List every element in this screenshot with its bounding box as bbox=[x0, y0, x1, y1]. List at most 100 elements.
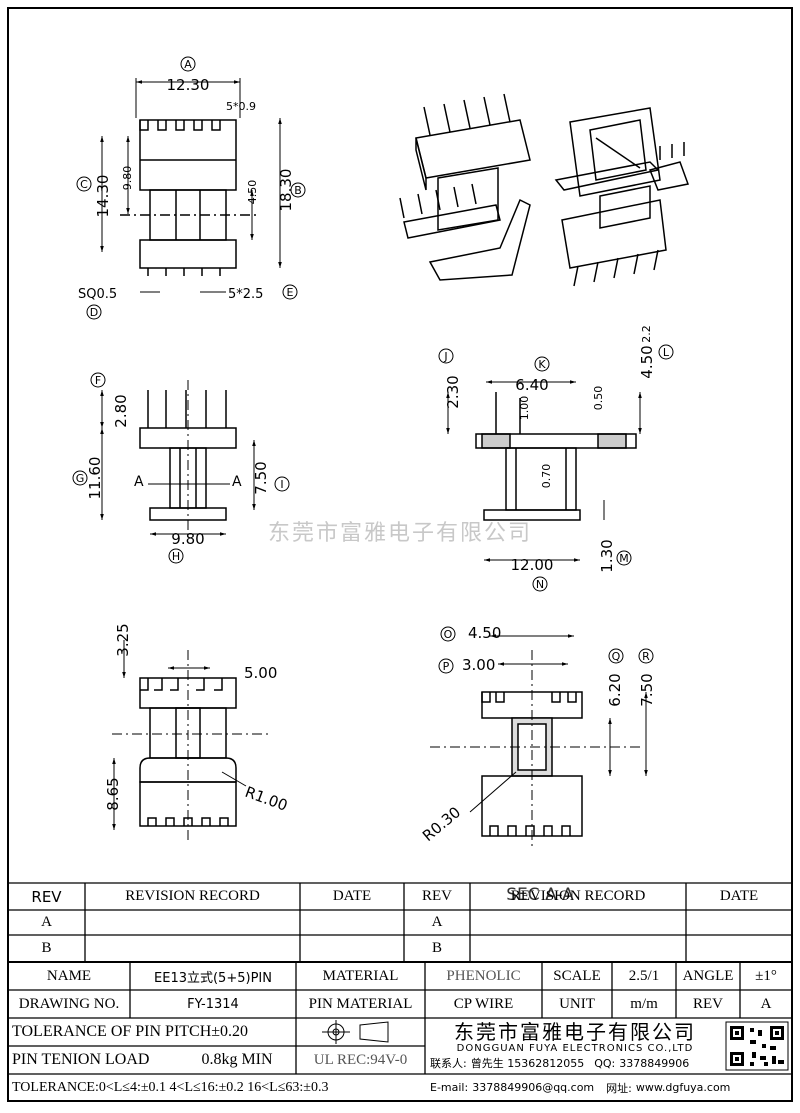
marker-f: F bbox=[95, 374, 101, 387]
angle-label: ANGLE bbox=[682, 967, 734, 984]
dim-top-inner-h: 9.80 bbox=[121, 166, 134, 191]
marker-o: O bbox=[444, 628, 453, 641]
rev-row-b-right: B bbox=[431, 940, 442, 956]
dim-front-pin-len: 2.30 bbox=[444, 375, 462, 408]
marker-q: Q bbox=[612, 650, 621, 663]
dim-section-620: 6.20 bbox=[606, 673, 624, 706]
side-view bbox=[100, 380, 256, 536]
marker-p: P bbox=[443, 660, 450, 673]
dim-front-070: 0.70 bbox=[540, 464, 553, 489]
tolerance-note: TOLERANCE:0<L≤4:±0.1 4<L≤16:±0.2 16<L≤63… bbox=[12, 1079, 329, 1095]
pitch-tolerance: TOLERANCE OF PIN PITCH±0.20 bbox=[12, 1023, 249, 1040]
dim-top-total-h: 14.30 bbox=[94, 175, 112, 218]
qr-code bbox=[725, 1021, 789, 1071]
dim-top-flange-gap: 4.50 bbox=[246, 180, 259, 205]
company-name-cn: 东莞市富雅电子有限公司 bbox=[454, 1019, 696, 1044]
drawing-no-label: DRAWING NO. bbox=[18, 995, 120, 1012]
top-view bbox=[100, 78, 282, 293]
top-markers: A B C D E bbox=[76, 56, 306, 320]
side-markers: F G H I bbox=[72, 372, 290, 564]
material-label: MATERIAL bbox=[322, 967, 399, 984]
section-markers: O P Q R bbox=[438, 626, 654, 674]
contact-row: 联系人: 曾先生 15362812055 QQ: 3378849906 bbox=[430, 1055, 730, 1071]
dim-section-450: 4.50 bbox=[468, 624, 501, 642]
front-markers: J K L M N bbox=[438, 344, 674, 592]
email-row: E-mail: 3378849906@qq.com 网址: www.dgfuya… bbox=[430, 1074, 790, 1101]
marker-a: A bbox=[184, 58, 192, 71]
pin-load-value: 0.8kg MIN bbox=[201, 1051, 273, 1068]
dim-side-height: 11.60 bbox=[86, 457, 104, 500]
date-header-2: DATE bbox=[719, 888, 759, 904]
qq-label: QQ: bbox=[594, 1056, 616, 1070]
marker-k: K bbox=[538, 358, 546, 371]
angle-value: ±1° bbox=[755, 967, 777, 984]
rev-value: A bbox=[760, 995, 772, 1012]
record-header-2: REVISION RECORD bbox=[510, 888, 646, 904]
dim-front-22: 2.2 bbox=[640, 325, 653, 343]
unit-value: m/m bbox=[630, 995, 658, 1012]
dim-top-width: 12.30 bbox=[167, 76, 210, 94]
dim-top-overall-h: 18.30 bbox=[277, 169, 295, 212]
iso-view-right bbox=[554, 107, 690, 287]
record-header-1: REVISION RECORD bbox=[125, 888, 260, 904]
dim-top-pin-gap: 5*0.9 bbox=[226, 100, 256, 113]
marker-g: G bbox=[76, 472, 85, 485]
marker-d: D bbox=[90, 306, 98, 319]
contact-value: 曾先生 15362812055 bbox=[470, 1057, 585, 1070]
date-header-1: DATE bbox=[332, 888, 372, 904]
rev-label: REV bbox=[693, 995, 723, 1012]
ul-rec: UL REC:94V-0 bbox=[313, 1051, 408, 1068]
pin-material-value: CP WIRE bbox=[453, 995, 514, 1012]
front-view bbox=[446, 380, 642, 562]
pin-load-label: PIN TENION LOAD bbox=[12, 1051, 150, 1068]
contact-label: 联系人: bbox=[430, 1057, 467, 1070]
marker-m: M bbox=[619, 552, 629, 565]
section-mark-right: A bbox=[232, 474, 242, 490]
dim-front-1: 1.00 bbox=[518, 396, 531, 421]
dim-bottom-radius: R1.00 bbox=[243, 783, 290, 815]
marker-n: N bbox=[536, 578, 544, 591]
marker-r: R bbox=[642, 650, 650, 663]
bottom-view bbox=[112, 640, 270, 840]
marker-h: H bbox=[172, 550, 180, 563]
marker-j: J bbox=[443, 350, 447, 363]
rev-row-a-right: A bbox=[431, 914, 443, 930]
dim-bottom-865: 8.65 bbox=[104, 777, 122, 810]
dim-front-top-w: 6.40 bbox=[515, 376, 548, 394]
drawing-no-value: FY-1314 bbox=[187, 996, 239, 1012]
unit-label: UNIT bbox=[559, 995, 595, 1012]
dim-bottom-325: 3.25 bbox=[114, 623, 132, 656]
email-value[interactable]: 3378849906@qq.com bbox=[472, 1081, 595, 1094]
section-label: SEC A-A bbox=[506, 885, 574, 905]
marker-l: L bbox=[663, 346, 670, 359]
section-mark-left: A bbox=[134, 474, 144, 490]
dim-section-300: 3.00 bbox=[462, 656, 495, 674]
dim-front-050: 0.50 bbox=[592, 386, 605, 411]
rev-header-1: REV bbox=[31, 887, 62, 906]
dim-side-pin-len: 2.80 bbox=[112, 394, 130, 427]
company-name-en: DONGGUAN FUYA ELECTRONICS CO.,LTD bbox=[456, 1042, 694, 1054]
rev-row-a-left: A bbox=[41, 914, 52, 930]
marker-b: B bbox=[294, 184, 302, 197]
pin-material-label: PIN MATERIAL bbox=[308, 995, 413, 1012]
dim-front-450: 4.50 bbox=[638, 345, 656, 378]
dim-side-body-h: 7.50 bbox=[252, 461, 270, 494]
website-label: 网址: bbox=[606, 1081, 632, 1095]
name-value: EE13立式(5+5)PIN bbox=[154, 970, 272, 986]
rev-row-b-left: B bbox=[41, 940, 52, 956]
dim-side-base-w: 9.80 bbox=[171, 530, 204, 548]
scale-label: SCALE bbox=[553, 967, 601, 984]
name-label: NAME bbox=[46, 967, 92, 984]
marker-c: C bbox=[80, 178, 88, 191]
dim-bottom-500: 5.00 bbox=[244, 664, 277, 682]
dim-front-base-h: 1.30 bbox=[598, 539, 616, 572]
sheet-border bbox=[7, 7, 793, 1102]
website-value[interactable]: www.dgfuya.com bbox=[635, 1081, 731, 1094]
projection-symbol bbox=[322, 1020, 389, 1044]
scale-value: 2.5/1 bbox=[628, 967, 660, 984]
marker-e: E bbox=[287, 286, 294, 299]
section-view bbox=[430, 634, 648, 850]
dim-top-pitch: 5*2.5 bbox=[228, 287, 263, 302]
